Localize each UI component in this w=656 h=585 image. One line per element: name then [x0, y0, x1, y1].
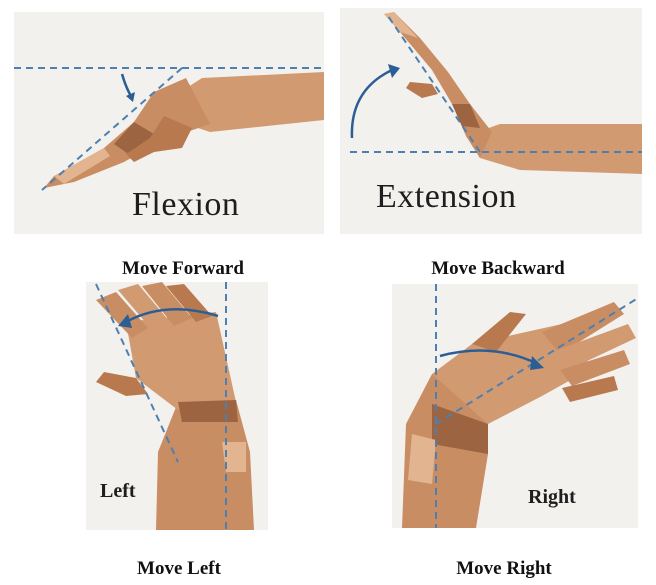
flexion-label: Flexion — [132, 186, 239, 224]
right-deviation-panel: Right — [392, 284, 638, 528]
flexion-panel: Flexion — [14, 12, 324, 234]
extension-panel: Extension — [340, 8, 642, 234]
caption-move-left: Move Left — [104, 558, 254, 580]
right-label: Right — [528, 486, 576, 509]
left-label: Left — [100, 480, 136, 503]
caption-move-forward: Move Forward — [88, 258, 278, 280]
caption-move-right: Move Right — [424, 558, 584, 580]
left-deviation-panel: Left — [86, 282, 268, 530]
caption-move-backward: Move Backward — [398, 258, 598, 280]
extension-label: Extension — [376, 178, 516, 216]
right-deviation-illustration — [392, 284, 638, 528]
